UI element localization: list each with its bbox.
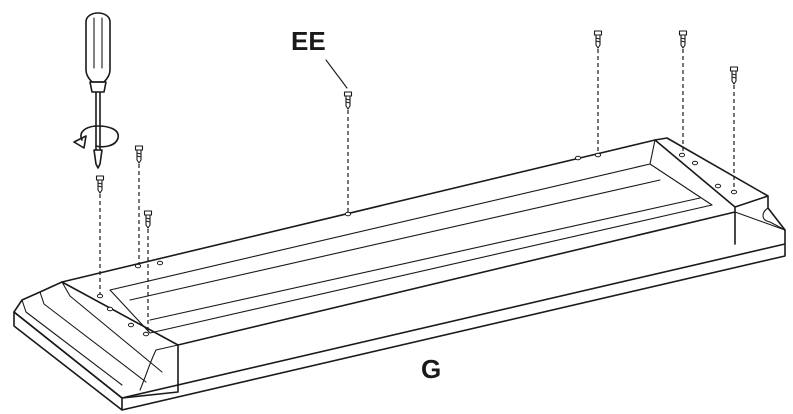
outer-rim <box>61 139 736 346</box>
screwdriver-icon <box>85 12 111 169</box>
label-ee: EE <box>291 26 326 56</box>
panel-g <box>13 137 786 411</box>
left-end-cap <box>13 281 179 399</box>
screw-icon <box>678 30 688 49</box>
inner-rim <box>109 139 713 334</box>
screw-icon <box>95 175 105 194</box>
screw-icon <box>134 145 144 164</box>
screw-icon <box>143 210 153 229</box>
panel-holes <box>96 152 738 337</box>
screw-icon <box>729 66 739 85</box>
ee-leader-line <box>325 59 348 89</box>
right-end-cap <box>654 137 786 231</box>
rotate-clockwise-arrow-icon <box>73 125 120 149</box>
panel-base-slab <box>13 229 786 411</box>
screw-icon <box>343 91 353 110</box>
screw-icon <box>593 30 603 49</box>
label-g: G <box>421 354 441 384</box>
screws-ee <box>95 30 739 332</box>
